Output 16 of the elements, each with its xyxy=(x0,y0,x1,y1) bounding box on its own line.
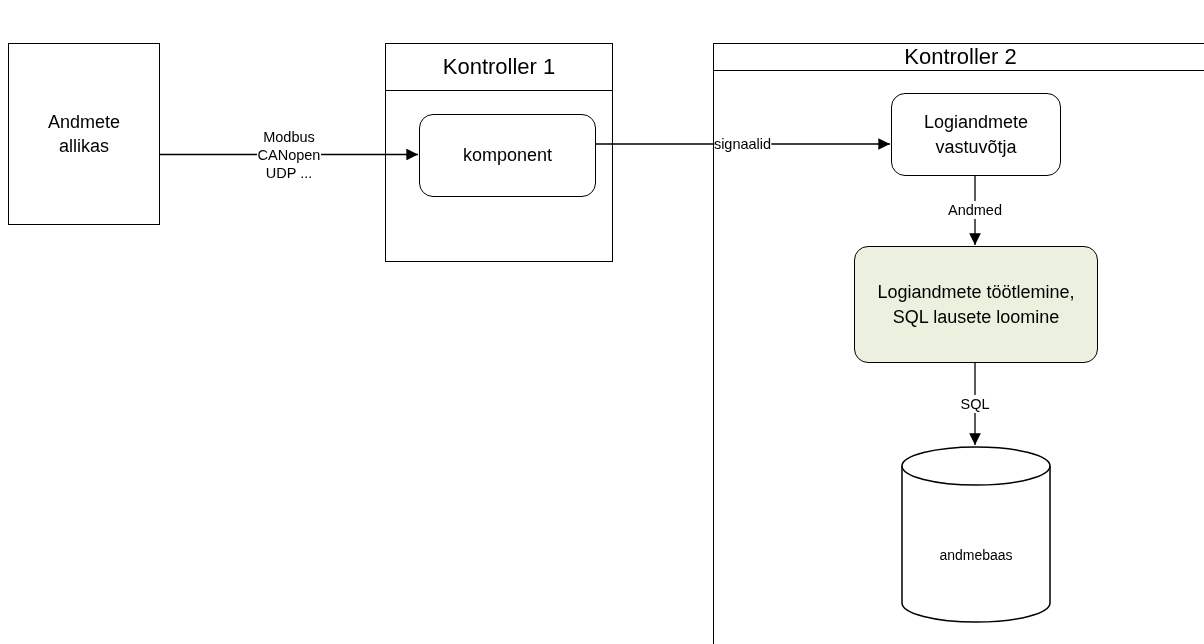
source-box xyxy=(8,43,160,225)
panel-title: Kontroller 2 xyxy=(904,44,1017,70)
controller-panel xyxy=(385,43,613,262)
panel-title: Kontroller 1 xyxy=(442,54,556,80)
edge-label: SQL xyxy=(960,394,990,413)
node-text: andmebaas xyxy=(938,546,1014,563)
process-box xyxy=(891,93,1061,176)
process-box xyxy=(854,246,1098,363)
arrow xyxy=(594,138,891,150)
controller-panel xyxy=(713,43,1204,644)
node-text: Logiandmete töötlemine, SQL lausete loomine xyxy=(876,281,1076,329)
node-text: Andmete allikas xyxy=(46,110,121,158)
edge-label: Andmed xyxy=(948,200,1002,220)
process-box xyxy=(419,114,596,197)
node-text: Logiandmete vastuvõtja xyxy=(922,111,1030,159)
node-text: komponent xyxy=(462,144,553,168)
